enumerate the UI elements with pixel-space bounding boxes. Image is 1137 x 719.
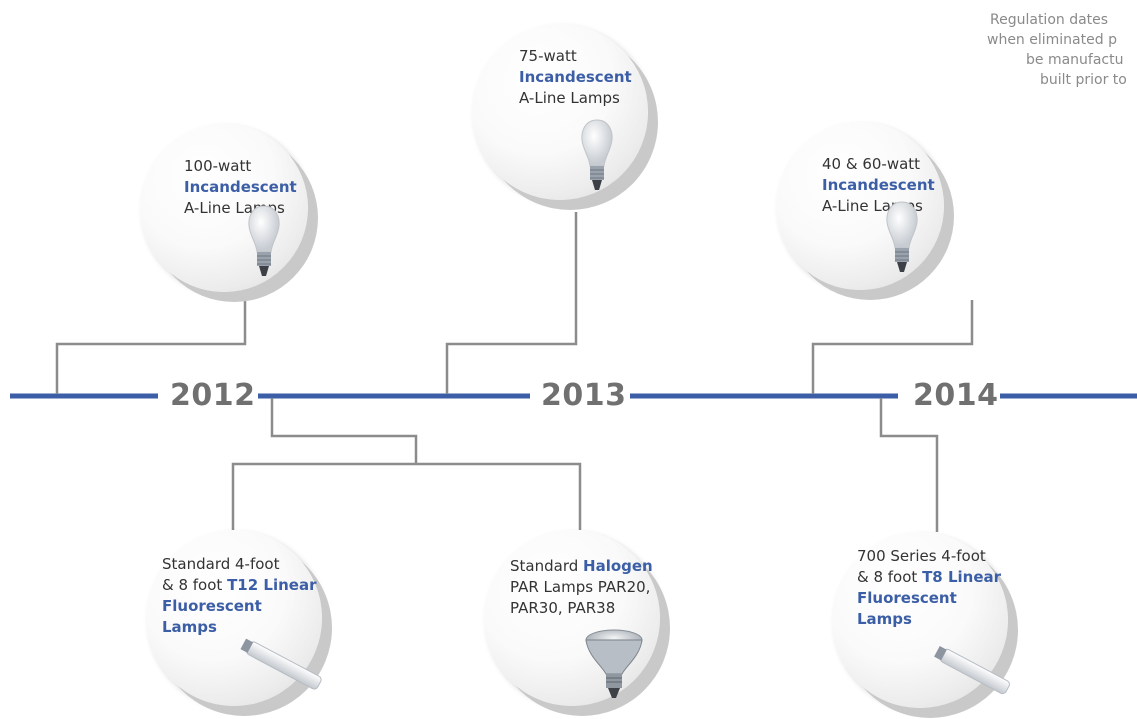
connector-t8 [879,398,939,532]
lamp-disc-halogen-par [484,530,660,706]
lamp-length-alt: & 8 foot [162,576,228,594]
lamp-length: Standard 4-foot [162,555,280,573]
note-line: be manufactu [1026,52,1124,68]
lamp-par-sizes: PAR Lamps PAR20, [510,578,651,596]
par-halogen-lamp-icon [585,629,643,698]
lamp-wattage: 40 & 60-watt [822,155,921,173]
incandescent-bulb-icon [581,119,613,190]
note-line: when eliminated p [987,32,1117,48]
fluorescent-tube-icon [240,638,322,690]
connector-75-watt [445,212,578,394]
year-label-2012: 2012 [170,378,256,413]
lamp-par-sizes: PAR30, PAR38 [510,599,616,617]
year-label-2013: 2013 [541,378,627,413]
lamp-type-highlight: Fluorescent [162,597,262,615]
lamp-wattage: 75-watt [519,47,577,65]
lamp-disc-75-watt [472,24,648,200]
incandescent-bulb-icon [248,205,280,276]
lamp-length-type: & 8 foot T12 Linear [162,575,316,596]
lamp-disc-100-watt [140,124,308,292]
lamp-wattage: 100-watt [184,157,252,175]
lamp-label-75-watt: 75-watt Incandescent A-Line Lamps [519,46,632,109]
lamp-label-100-watt: 100-watt Incandescent A-Line Lamps [184,156,297,219]
connector-t12 [231,462,582,530]
lamp-label-halogen-par: Standard Halogen PAR Lamps PAR20, PAR30,… [510,556,653,619]
fluorescent-tube-icon [934,645,1010,695]
lamp-type-highlight: Incandescent [822,176,935,194]
lamp-shape: A-Line Lamps [519,89,620,107]
connector-40-60-watt [811,300,974,394]
lamp-disc-40-60-watt [776,122,944,290]
lamp-type-highlight: T12 Linear [227,576,317,594]
lamp-type-highlight: Halogen [583,557,653,575]
lamp-label-t12: Standard 4-foot & 8 foot T12 Linear Fluo… [162,554,316,638]
lamp-type-highlight: Fluorescent [857,589,957,607]
connector-100-watt [55,300,247,394]
note-line: built prior to [1040,72,1127,88]
lamp-type-line: Standard Halogen [510,556,653,577]
incandescent-bulb-icon [886,201,918,272]
year-label-2014: 2014 [913,378,999,413]
lamp-type-highlight: Lamps [162,618,217,636]
lamp-type-highlight: Incandescent [519,68,632,86]
connector-2012-lower [270,398,418,464]
lamp-label-t8: 700 Series 4-foot & 8 foot T8 Linear Flu… [857,546,1001,630]
regulation-note: Regulation dates when eliminated p be ma… [960,10,1137,90]
lamp-standard: Standard [510,557,584,575]
lamp-length-alt: & 8 foot [857,568,923,586]
lamp-type-highlight: Incandescent [184,178,297,196]
lamp-length-type: & 8 foot T8 Linear [857,567,1001,588]
note-line: Regulation dates [990,12,1109,28]
lamp-type-highlight: T8 Linear [922,568,1002,586]
lamp-type-highlight: Lamps [857,610,912,628]
lamp-length: 700 Series 4-foot [857,547,986,565]
